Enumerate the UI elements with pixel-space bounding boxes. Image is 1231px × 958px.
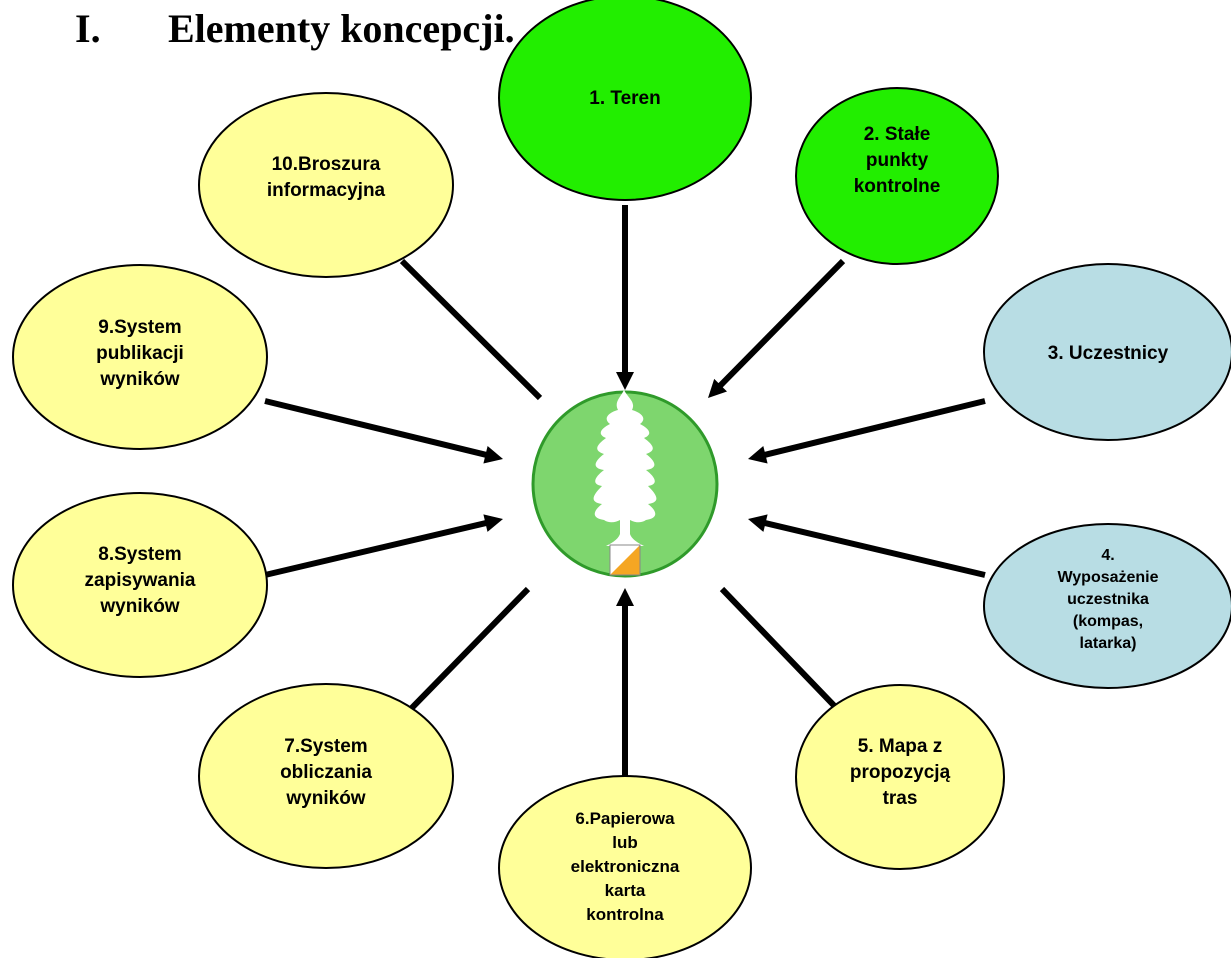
connectors [264,205,986,776]
node-label-7-line-2: obliczania [280,762,372,783]
node-ellipse-10 [198,92,454,278]
node-label-2-line-1: 2. Stałe [864,124,931,145]
node-label-5-line-2: propozycją [850,762,951,783]
node-label-7-line-3: wyników [285,788,365,809]
node-label-9-line-3: wyników [99,369,179,390]
heading-number: I. [75,6,101,51]
connector-10 [399,258,543,401]
node-label-8-line-1: 8.System [98,544,181,565]
node-ellipse-8 [12,492,268,678]
node-label-4-line-2: Wyposażenie [1057,569,1158,586]
node-ellipse-4 [983,523,1231,689]
node-label-4-line-5: latarka) [1080,635,1137,652]
concept-node-5: 5. Mapa z propozycją tras [795,684,1005,870]
node-label-2-line-2: punkty [866,150,929,171]
arrowhead-6 [616,588,634,606]
concept-node-3: 3. Uczestnicy [983,263,1231,441]
arrowhead-8 [483,514,503,532]
concept-node-8: 8.System zapisywania wyników [12,492,268,678]
node-ellipse-7 [198,683,454,869]
node-ellipse-1 [498,0,752,201]
node-ellipse-3 [983,263,1231,441]
concept-node-1: 1. Teren [498,0,752,201]
concept-node-7: 7.System obliczania wyników [198,683,454,869]
node-label-4-line-1: 4. [1101,547,1114,564]
node-label-6-line-1: 6.Papierowa [575,809,675,828]
node-label-6-line-2: lub [612,833,638,852]
node-label-6-line-5: kontrolna [586,905,664,924]
node-ellipse-2 [795,87,999,265]
node-label-5-line-3: tras [883,788,918,809]
orienteering-flag-icon [609,544,641,576]
node-label-5-line-1: 5. Mapa z [858,736,942,757]
connector-3 [762,398,986,459]
node-label-6-line-4: karta [605,881,646,900]
connector-9 [264,398,489,459]
arrowhead-2 [708,378,727,398]
connector-8 [264,519,489,578]
concept-node-2: 2. Stałe punkty kontrolne [795,87,999,265]
node-ellipse-6 [498,775,752,958]
node-label-4-line-4: (kompas, [1073,613,1143,630]
arrowhead-9 [483,446,503,464]
node-label-10-line-2: informacyjna [267,180,386,201]
connector-5 [719,586,849,721]
concept-node-9: 9.System publikacji wyników [12,264,268,450]
connector-7 [399,586,531,721]
node-label-2-line-3: kontrolne [854,176,941,197]
center-hub [531,390,719,578]
node-label-8-line-2: zapisywania [85,570,196,591]
node-label-8-line-3: wyników [99,596,179,617]
node-label-10-line-1: 10.Broszura [272,154,381,175]
tree-icon [593,390,657,546]
connector-2 [717,258,846,389]
node-label-3-line-1: 3. Uczestnicy [1048,343,1169,364]
concept-node-6: 6.Papierowa lub elektroniczna karta kontroln… [498,775,752,958]
node-label-9-line-2: publikacji [96,343,184,364]
node-label-9-line-1: 9.System [98,317,181,338]
nodes: 1. Teren 2. Stałe punkty kontrolne 3. Uczest… [12,0,1231,958]
node-label-6-line-3: elektroniczna [571,857,680,876]
node-ellipse-9 [12,264,268,450]
arrowhead-4 [748,514,768,532]
heading-title: Elementy koncepcji. [168,6,515,51]
concept-node-4: 4. Wyposażenie uczestnika (kompas, latarka) [983,523,1231,689]
concept-node-10: 10.Broszura informacyjna [198,92,454,278]
node-label-1-line-1: 1. Teren [589,88,660,109]
node-label-4-line-3: uczestnika [1067,591,1149,608]
node-label-7-line-1: 7.System [284,736,367,757]
node-ellipse-5 [795,684,1005,870]
connector-4 [762,519,986,578]
arrowhead-1 [616,372,634,390]
arrowhead-3 [748,446,768,464]
